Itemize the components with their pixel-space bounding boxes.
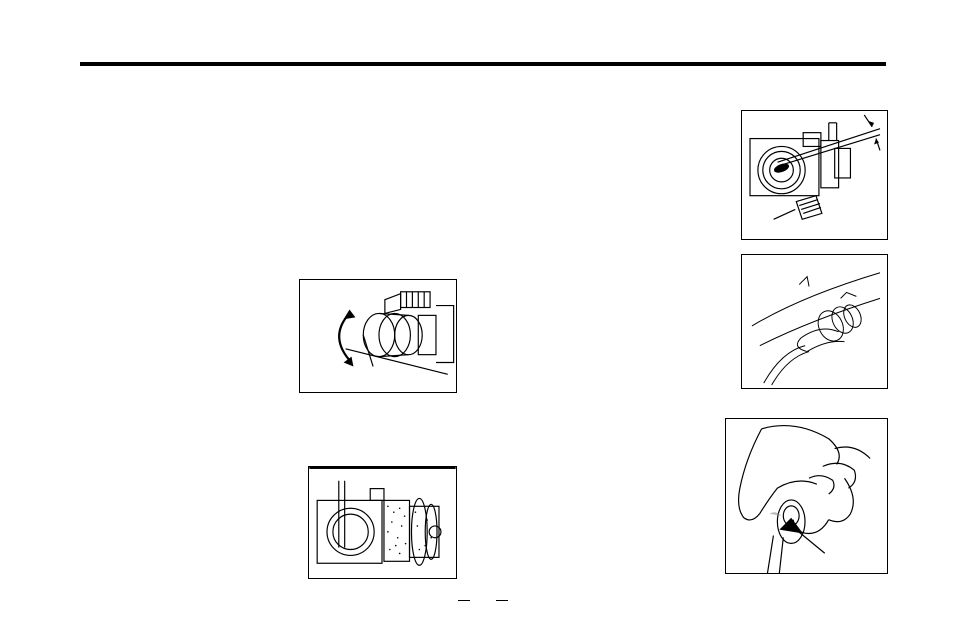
header-rule [80, 62, 886, 66]
glow-plug-clearance-figure [741, 110, 888, 240]
needle-valve-rotation-figure [299, 279, 457, 393]
page-number-mark-right [496, 600, 508, 601]
needle-valve-rotate-illustration [300, 280, 456, 392]
fuel-line-connection-illustration [742, 255, 887, 388]
hand-pinch-fuel-line-figure [725, 418, 888, 574]
glow-plug-gap-illustration [742, 111, 887, 239]
carburetor-side-figure [308, 466, 457, 579]
carburetor-side-view-illustration [309, 467, 456, 578]
hand-pinching-fuel-tube-illustration [726, 419, 887, 573]
page-number-mark-left [458, 600, 470, 601]
fuel-tubing-figure [741, 254, 888, 389]
